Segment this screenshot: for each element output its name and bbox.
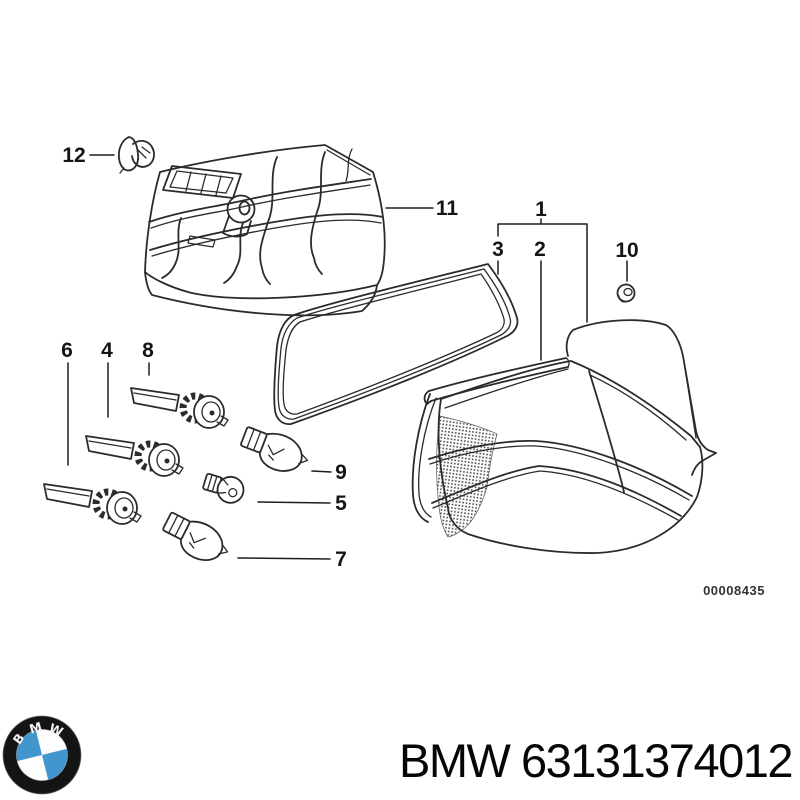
callout-9: 9 <box>335 461 347 484</box>
logo-letter-m: M <box>28 719 44 737</box>
callout-1: 1 <box>535 198 547 221</box>
callout-3: 3 <box>492 238 504 261</box>
logo-blue-quadrant-br <box>42 748 68 780</box>
callout-11: 11 <box>436 197 459 220</box>
nut-drawing-10 <box>616 283 636 303</box>
housing-drawing-11 <box>144 144 386 317</box>
bmw-logo: B M W <box>1 714 83 796</box>
exploded-parts-diagram: 12 11 1 3 2 10 6 4 8 9 5 7 00008435 <box>0 136 765 598</box>
part-number-label: BMW 63131374012 <box>399 734 793 787</box>
socket-drawing-6 <box>44 484 141 524</box>
logo-blue-quadrant-tl <box>16 730 42 762</box>
callout-5: 5 <box>335 492 347 515</box>
leader-1 <box>497 218 588 323</box>
callout-8: 8 <box>142 339 154 362</box>
gasket-drawing-3 <box>273 263 519 425</box>
bulb-drawing-9 <box>235 421 314 481</box>
callout-2: 2 <box>534 238 546 261</box>
leader-9 <box>311 470 332 473</box>
callout-6: 6 <box>61 339 73 362</box>
callout-12: 12 <box>62 144 85 167</box>
leader-7 <box>237 557 331 560</box>
socket-drawing-8 <box>131 388 228 428</box>
socket-drawing-4 <box>86 436 183 476</box>
clip-drawing-12 <box>117 136 155 174</box>
drawing-number: 00008435 <box>703 583 765 598</box>
bulb-drawing-5 <box>200 468 248 507</box>
taillight-drawing-1 <box>411 319 717 554</box>
callout-10: 10 <box>615 239 638 262</box>
logo-letter-w: W <box>47 720 66 739</box>
leader-5 <box>257 501 331 504</box>
leader-lines <box>67 154 628 560</box>
bulb-drawing-7 <box>156 507 236 571</box>
callout-labels: 12 11 1 3 2 10 6 4 8 9 5 7 <box>61 144 639 571</box>
callout-7: 7 <box>335 548 347 571</box>
callout-4: 4 <box>101 339 113 362</box>
